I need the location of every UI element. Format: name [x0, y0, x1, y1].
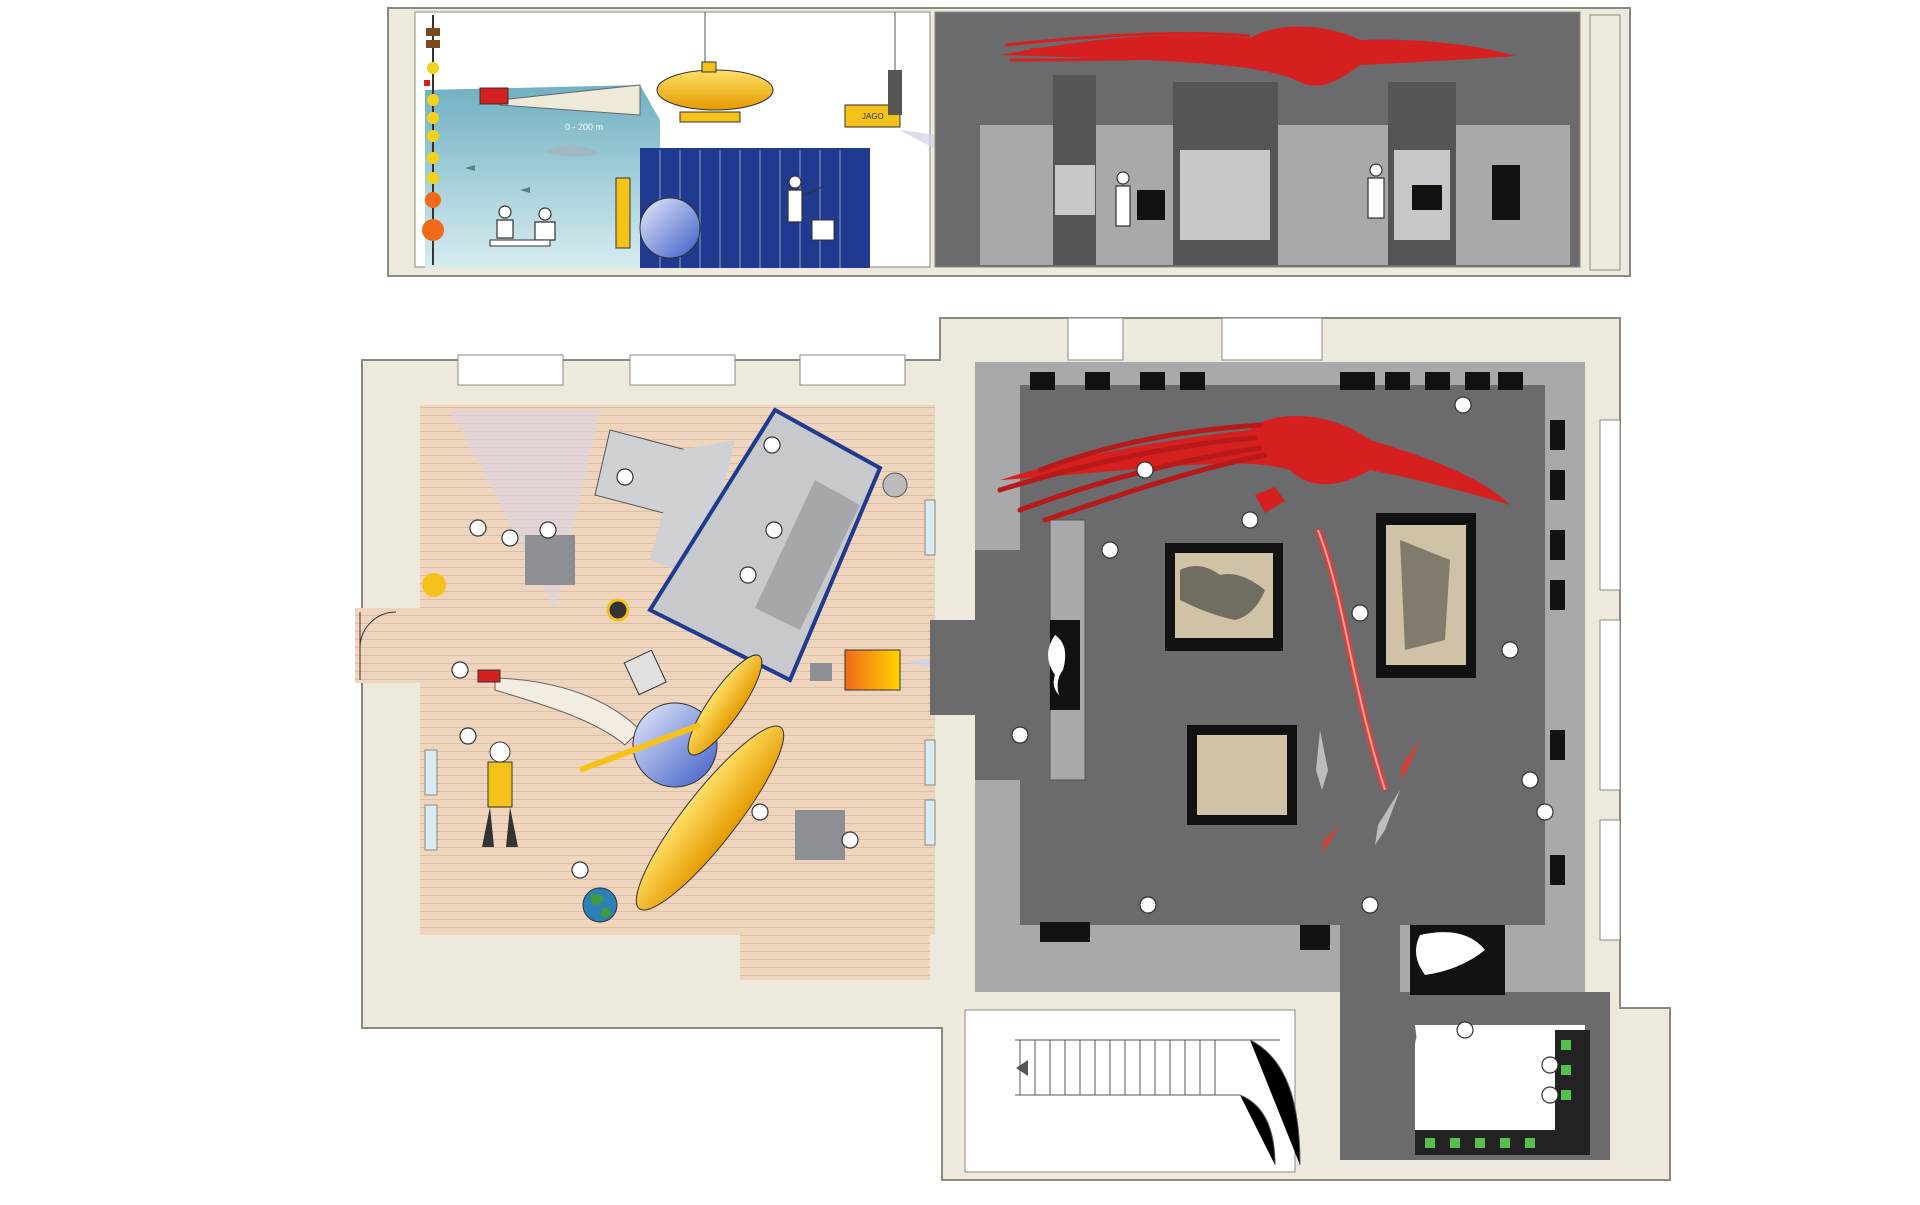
- submarine-icon: [656, 12, 774, 123]
- fish-icon: [1416, 932, 1485, 975]
- fossil-specimen: [1180, 566, 1265, 620]
- plankton-net: [494, 677, 641, 746]
- net-frame: [479, 87, 509, 105]
- visitor-icon: [1115, 163, 1385, 227]
- container-display: [647, 407, 883, 683]
- visitor-icon: [496, 175, 825, 241]
- giant-squid-icon: [1000, 26, 1515, 86]
- wall-display: [1030, 372, 1565, 885]
- jago-label: JAGO: [862, 112, 884, 121]
- ctd-probe: [615, 177, 631, 249]
- diving-bell-icon: [639, 197, 701, 259]
- staircase-icon: [964, 1009, 1296, 1173]
- window: [457, 317, 1621, 941]
- jago-submersible: [844, 649, 901, 691]
- depth-label: 0 - 200 m: [565, 122, 603, 132]
- dolphin-icon: [545, 144, 599, 157]
- jago-submersible: JAGO: [844, 12, 902, 128]
- door-icon[interactable]: [359, 611, 397, 680]
- shark-icon: [1322, 825, 1340, 853]
- visitor-icon: [1011, 396, 1559, 1104]
- fish-icon: [465, 165, 530, 193]
- shark-icon: [1375, 790, 1400, 845]
- fish-icon: [1048, 635, 1066, 695]
- display-case: [1137, 165, 1520, 220]
- shark-icon: [1400, 740, 1420, 780]
- buoy: [422, 573, 446, 597]
- buoy-chain: [422, 15, 444, 265]
- wall-display: [424, 499, 936, 851]
- seat-block: [525, 535, 575, 585]
- visitor-icon: [451, 436, 859, 879]
- submarine-icon: [578, 654, 785, 911]
- giant-squid-icon: [1000, 416, 1510, 505]
- globe-icon: [582, 887, 618, 923]
- section-view: 0 - 200 m: [387, 7, 1631, 277]
- shark-icon: [1316, 730, 1328, 790]
- aquarium-backdrop: [425, 85, 660, 268]
- skeleton-specimen: [1400, 540, 1450, 650]
- seat-block: [795, 810, 845, 860]
- diver-icon: [482, 741, 518, 847]
